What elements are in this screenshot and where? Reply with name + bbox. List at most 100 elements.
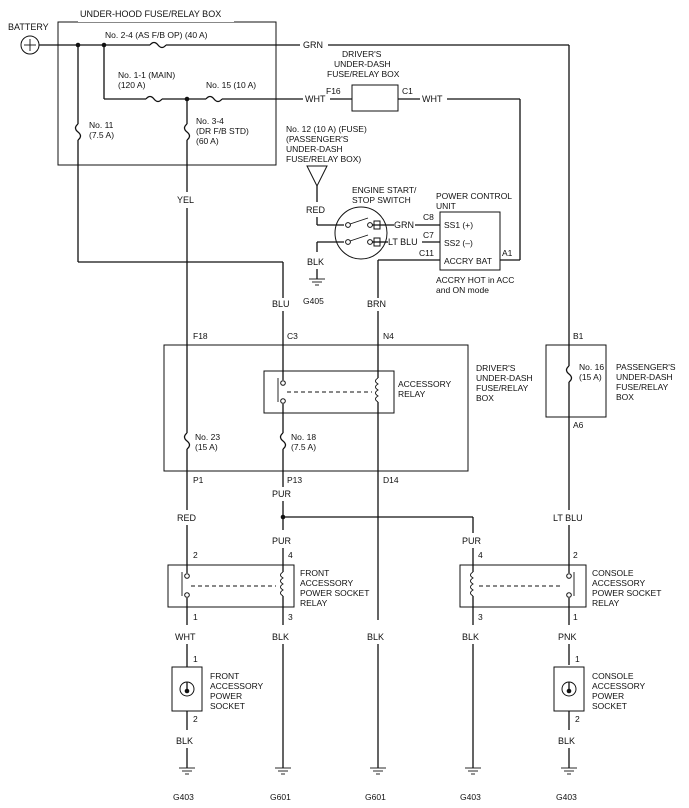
console-socket-label-1: CONSOLE [592, 671, 634, 681]
console-socket-pin-2: 2 [575, 714, 580, 724]
ground-symbol-5 [561, 767, 577, 775]
pcu-ss2: SS2 (–) [444, 238, 473, 248]
pcu-note-2: and ON mode [436, 285, 489, 295]
wire-grn-top: GRN [303, 40, 323, 50]
battery-label: BATTERY [8, 22, 49, 32]
fuse-18-label: No. 18 [291, 432, 316, 442]
driver-box-main-title-3: FUSE/RELAY [476, 383, 529, 393]
front-relay-pin-4: 4 [288, 550, 293, 560]
ground-g403-console-relay: G403 [460, 792, 481, 802]
fuse-18-rating: (7.5 A) [291, 442, 316, 452]
front-relay: 2 4 1 3 FRONT ACCESSORY POWER SOCKET REL… [167, 550, 369, 622]
pin-f18: F18 [193, 331, 208, 341]
front-relay-pin-1: 1 [193, 612, 198, 622]
ground-symbol-1 [179, 767, 195, 775]
fuse-11-rating: (7.5 A) [89, 130, 114, 140]
front-socket: 1 2 FRONT ACCESSORY POWER SOCKET [171, 654, 264, 724]
fuse-18 [279, 432, 287, 450]
console-socket-pin-1: 1 [575, 654, 580, 664]
ground-g601-left: G601 [270, 792, 291, 802]
battery: BATTERY [8, 22, 49, 55]
pin-a1: A1 [502, 248, 513, 258]
wire-pur-p13: PUR [272, 489, 292, 499]
ground-g403-console-socket: G403 [556, 792, 577, 802]
fuse-15-label: No. 15 (10 A) [206, 80, 256, 90]
wire-brn: BRN [367, 299, 386, 309]
driver-box-top-outline [351, 84, 399, 112]
wire-blk-front-socket: BLK [176, 736, 193, 746]
passenger-box-title-4: BOX [616, 392, 634, 402]
fuse-1-1-label: No. 1-1 (MAIN) [118, 70, 175, 80]
front-socket-pin-2: 2 [193, 714, 198, 724]
wire-wht-2: WHT [422, 94, 443, 104]
pcu-title-2: UNIT [436, 201, 456, 211]
wire-blk-front-relay: BLK [272, 632, 289, 642]
front-relay-label-1: FRONT [300, 568, 329, 578]
fuse-23 [183, 432, 191, 450]
fuse-12-line-4: FUSE/RELAY BOX) [286, 154, 361, 164]
passenger-box-title-2: UNDER-DASH [616, 372, 673, 382]
console-relay-coil [470, 571, 474, 597]
ground-g601-right: G601 [365, 792, 386, 802]
front-relay-label-3: POWER SOCKET [300, 588, 369, 598]
wire-blk-console-socket: BLK [558, 736, 575, 746]
fuse-23-label: No. 23 [195, 432, 220, 442]
fuse-1-1 [145, 95, 163, 103]
fuse-12-line-1: No. 12 (10 A) (FUSE) [286, 124, 367, 134]
driver-box-main-outline [163, 344, 469, 472]
pin-c1: C1 [402, 86, 413, 96]
underhood-box-outline [57, 21, 277, 166]
console-relay-pin-4: 4 [478, 550, 483, 560]
front-socket-label-1: FRONT [210, 671, 239, 681]
wire-blk-switch: BLK [307, 257, 324, 267]
wire-red-p1: RED [177, 513, 197, 523]
wire-pur-console: PUR [462, 536, 482, 546]
ground-g405: G405 [303, 296, 324, 306]
ground-symbol-4 [465, 767, 481, 775]
pcu-note-1: ACCRY HOT in ACC [436, 275, 514, 285]
console-relay-pin-2: 2 [573, 550, 578, 560]
switch-title-1: ENGINE START/ [352, 185, 417, 195]
wire-grn-switch: GRN [394, 220, 414, 230]
fuse-3-4-label: No. 3-4 [196, 116, 224, 126]
front-relay-outline [167, 564, 295, 608]
front-socket-pin-1: 1 [193, 654, 198, 664]
wire-yel: YEL [177, 195, 194, 205]
console-relay: 4 2 3 1 CONSOLE ACCESSORY POWER SOCKET R… [459, 550, 661, 622]
underhood-fuse-box: UNDER-HOOD FUSE/RELAY BOX No. 2-4 (AS F/… [57, 8, 277, 166]
pin-p1: P1 [193, 475, 204, 485]
wire-wht-front: WHT [175, 632, 196, 642]
fuse-2-4-label: No. 2-4 (AS F/B OP) (40 A) [105, 30, 208, 40]
engine-start-stop-switch: ENGINE START/ STOP SWITCH [334, 185, 417, 260]
console-relay-pin-3: 3 [478, 612, 483, 622]
pin-c11: C11 [419, 248, 434, 258]
pin-a6: A6 [573, 420, 584, 430]
driver-box-main-title-1: DRIVER'S [476, 363, 516, 373]
front-relay-coil [280, 571, 284, 597]
fuse-16-rating: (15 A) [579, 372, 602, 382]
pcu-outline [439, 211, 501, 271]
console-relay-outline [459, 564, 587, 608]
console-socket-label-3: POWER [592, 691, 624, 701]
switch-body [334, 206, 388, 260]
ground-g403-front: G403 [173, 792, 194, 802]
driver-box-top-title-1: DRIVER'S [342, 49, 382, 59]
pin-p13: P13 [287, 475, 302, 485]
pin-d14: D14 [383, 475, 399, 485]
passenger-box-title-3: FUSE/RELAY [616, 382, 669, 392]
console-relay-label-1: CONSOLE [592, 568, 634, 578]
power-control-unit: POWER CONTROL UNIT C8 C7 C11 A1 SS1 (+) … [419, 191, 514, 295]
fuse-12-line-2: (PASSENGER'S [286, 134, 349, 144]
console-relay-pin-1: 1 [573, 612, 578, 622]
front-relay-pin-3: 3 [288, 612, 293, 622]
console-socket-label-2: ACCESSORY [592, 681, 646, 691]
fuse-12-arrow [306, 165, 328, 188]
wire-ltblu-switch: LT BLU [388, 237, 418, 247]
fuse-11-label: No. 11 [89, 120, 114, 130]
accessory-relay-coil [375, 377, 379, 403]
driver-box-top: DRIVER'S UNDER-DASH FUSE/RELAY BOX F16 C… [326, 49, 413, 112]
ground-symbol-3 [370, 767, 386, 775]
console-relay-label-2: ACCESSORY [592, 578, 646, 588]
fuse-23-rating: (15 A) [195, 442, 218, 452]
